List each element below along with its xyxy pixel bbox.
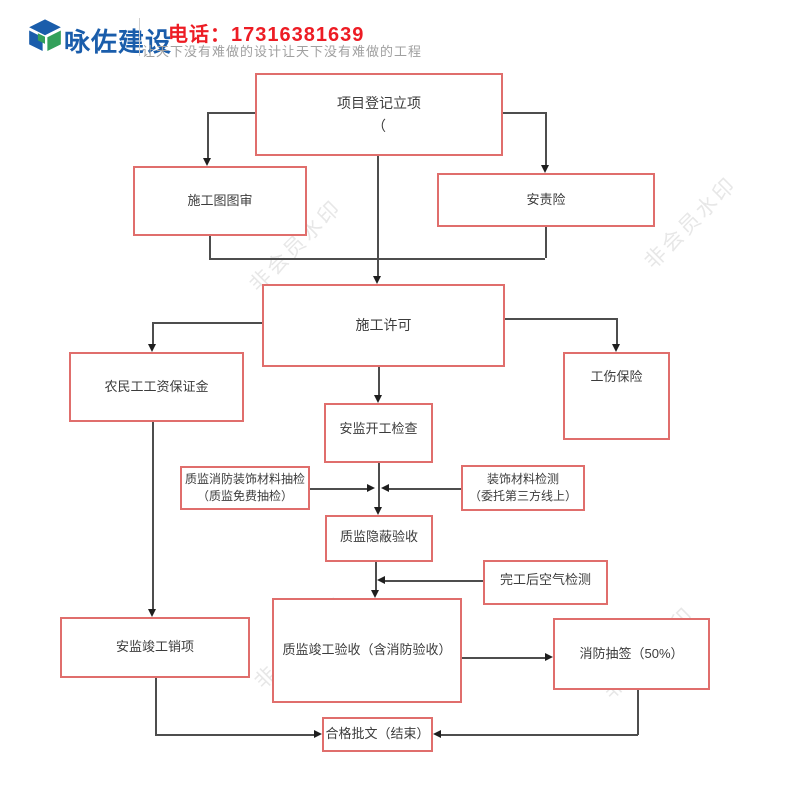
flow-node-fire-inspection-lottery: 消防抽签（50%）: [553, 618, 710, 690]
connector-testing-to-trunk: [389, 488, 461, 490]
arrowhead-right-icon: [367, 484, 375, 492]
node-label: 质监消防装饰材料抽检: [184, 471, 305, 486]
node-label: 装饰材料检测: [486, 471, 559, 486]
header: 咏佐建设 电话：17316381639 让天下没有难做的设计让天下没有难做的工程: [0, 0, 800, 64]
connector-insurance-merge: [545, 227, 547, 258]
arrowhead-down-icon: [148, 609, 156, 617]
node-label: 安责险: [526, 191, 566, 207]
connector-inspection-to-concealed: [378, 463, 380, 507]
node-label: （委托第三方线上）: [468, 489, 577, 503]
connector-permit-to-injury-insurance: [505, 318, 616, 320]
arrowhead-down-icon: [541, 165, 549, 173]
connector-air-testing-to-trunk: [385, 580, 483, 582]
flow-node-quality-fire-material-sampling: 质监消防装饰材料抽检 （质监免费抽检）: [180, 466, 310, 510]
flow-node-work-injury-insurance: 工伤保险: [563, 352, 670, 440]
connector-registration-to-review: [207, 112, 209, 158]
flow-node-migrant-worker-wage-deposit: 农民工工资保证金: [69, 352, 244, 422]
connector-lottery-to-approval: [637, 690, 639, 735]
node-label: 消防抽签（50%）: [579, 645, 684, 661]
node-label: 安监竣工销项: [115, 639, 194, 655]
flow-node-safety-completion-closeout: 安监竣工销项: [60, 617, 250, 678]
connector-permit-to-inspection: [378, 367, 380, 395]
connector-merge-bar: [209, 258, 545, 260]
connector-registration-to-review: [207, 112, 255, 114]
company-name: 咏佐建设: [64, 27, 173, 57]
connector-completion-to-lottery: [462, 657, 545, 659]
arrowhead-down-icon: [374, 507, 382, 515]
flow-node-safety-start-work-inspection: 安监开工检查: [324, 403, 433, 463]
node-label: 施工图图审: [187, 192, 253, 208]
node-label: （质监免费抽检）: [196, 489, 293, 503]
node-label: 施工许可: [355, 317, 412, 334]
company-slogan: 让天下没有难做的设计让天下没有难做的工程: [142, 44, 423, 59]
arrowhead-left-icon: [377, 576, 385, 584]
flow-node-post-completion-air-testing: 完工后空气检测: [483, 560, 608, 605]
flow-node-decoration-material-testing: 装饰材料检测 （委托第三方线上）: [461, 465, 585, 511]
phone-number: 电话：17316381639: [168, 24, 365, 46]
flow-node-construction-permit: 施工许可: [262, 284, 505, 367]
connector-closeout-to-approval: [155, 734, 314, 736]
node-label: 安监开工检查: [339, 421, 418, 436]
connector-permit-to-wage-deposit: [152, 322, 262, 324]
flow-node-safety-liability-insurance: 安责险: [437, 173, 655, 227]
node-label: 质监竣工验收（含消防验收）: [282, 642, 452, 658]
connector-permit-to-wage-deposit: [152, 322, 154, 344]
arrowhead-down-icon: [203, 158, 211, 166]
connector-wage-deposit-to-closeout: [152, 422, 154, 609]
connector-concealed-to-completion: [375, 562, 377, 590]
arrowhead-right-icon: [545, 653, 553, 661]
arrowhead-right-icon: [314, 730, 322, 738]
connector-review-merge: [209, 236, 211, 258]
arrowhead-down-icon: [371, 590, 379, 598]
header-divider: [139, 18, 140, 56]
flow-node-construction-drawing-review: 施工图图审: [133, 166, 307, 236]
node-label: 完工后空气检测: [499, 572, 591, 587]
arrowhead-left-icon: [381, 484, 389, 492]
arrowhead-down-icon: [148, 344, 156, 352]
connector-registration-to-insurance: [545, 112, 547, 165]
company-logo-icon: [29, 19, 61, 52]
connector-registration-to-insurance: [503, 112, 545, 114]
node-label: 质监隐蔽验收: [339, 529, 418, 544]
flow-node-quality-completion-acceptance: 质监竣工验收（含消防验收）: [272, 598, 462, 703]
node-label: 工伤保险: [590, 369, 643, 384]
node-label: （: [372, 117, 386, 134]
connector-permit-to-injury-insurance: [616, 318, 618, 344]
flow-node-project-registration: 项目登记立项 （: [255, 73, 503, 156]
arrowhead-down-icon: [612, 344, 620, 352]
connector-lottery-to-approval: [441, 734, 638, 736]
connector-closeout-to-approval: [155, 678, 157, 735]
node-label: 合格批文（结束）: [325, 726, 430, 742]
node-label: 项目登记立项: [337, 95, 421, 112]
arrowhead-down-icon: [373, 276, 381, 284]
arrowhead-left-icon: [433, 730, 441, 738]
connector-registration-to-permit: [377, 156, 379, 276]
flow-node-approval-document-end: 合格批文（结束）: [322, 717, 433, 752]
arrowhead-down-icon: [374, 395, 382, 403]
node-label: 农民工工资保证金: [104, 378, 209, 394]
flow-node-concealed-work-acceptance: 质监隐蔽验收: [325, 515, 433, 562]
connector-sampling-to-trunk: [310, 488, 367, 490]
